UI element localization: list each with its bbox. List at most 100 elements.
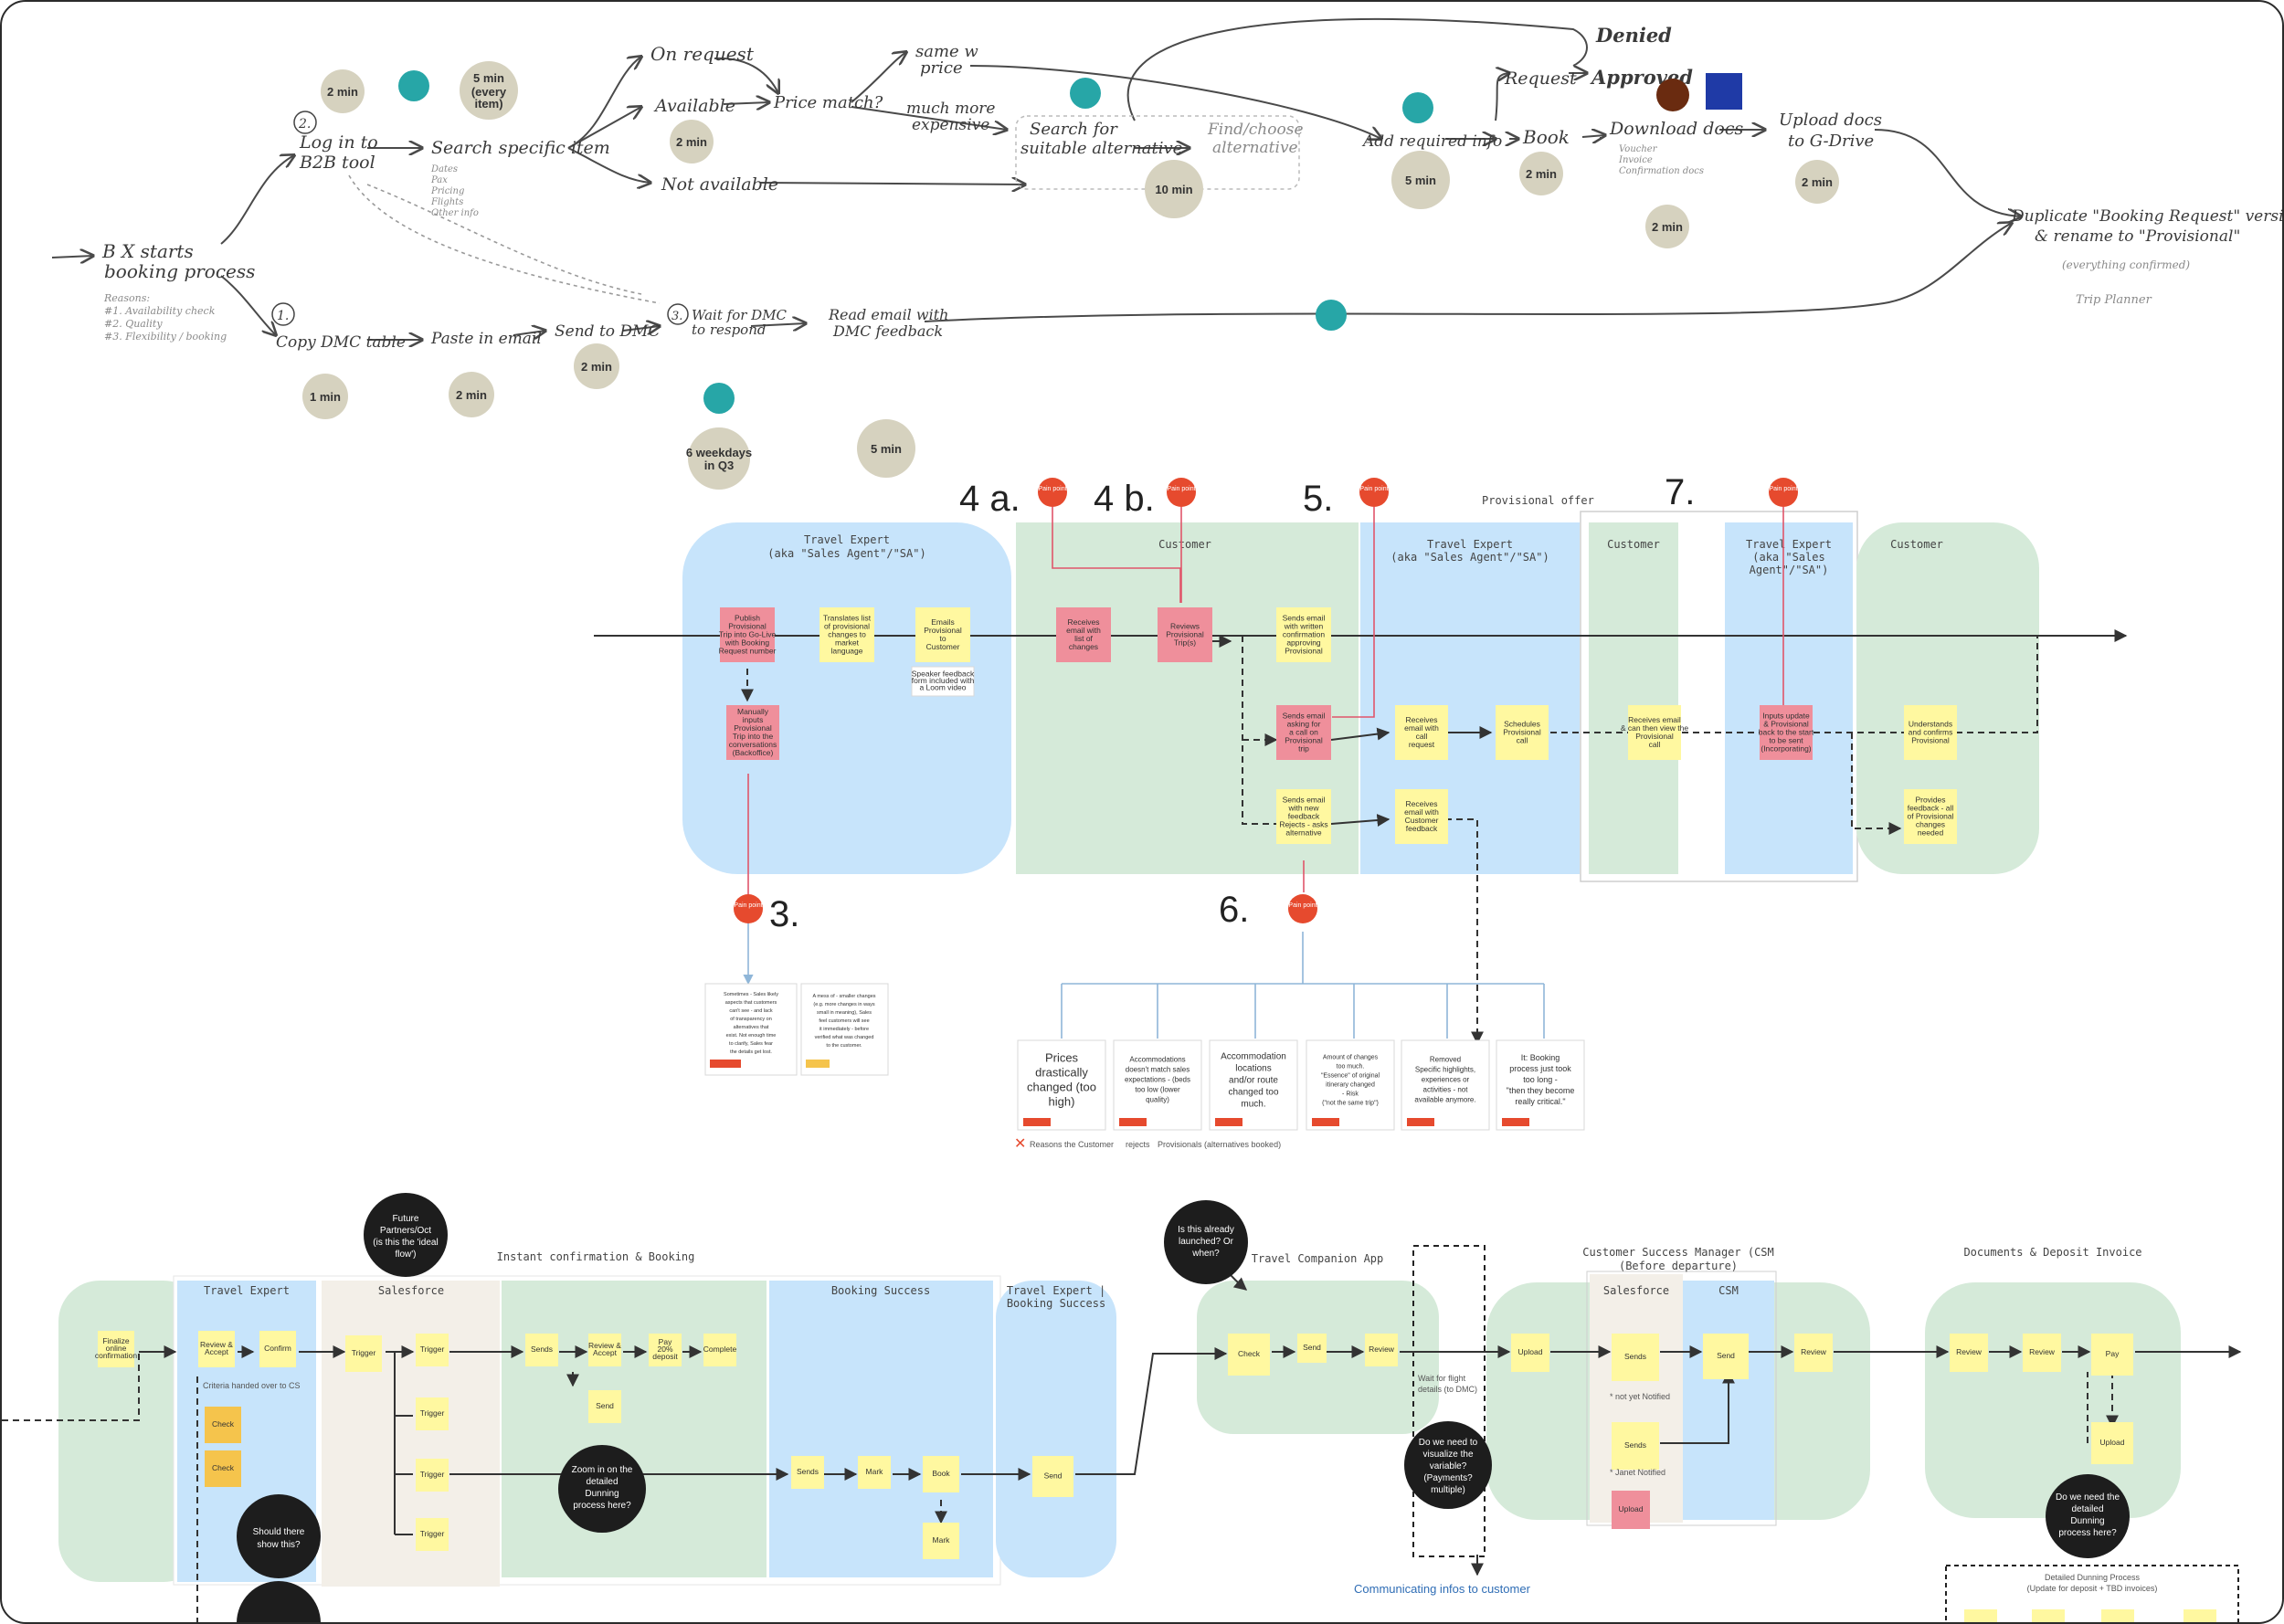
booking-sticky[interactable]: Check — [2101, 1609, 2134, 1624]
booking-section: Travel Expert Salesforce Booking Success… — [2, 1193, 2242, 1624]
flow-dashed — [1550, 636, 2038, 733]
booking-sticky[interactable]: Mark — [858, 1456, 891, 1489]
booking-sticky[interactable]: Check — [205, 1407, 241, 1443]
booking-sticky[interactable]: Sends — [1612, 1334, 1659, 1381]
sticky-text: with Booking — [724, 638, 769, 647]
sticky-text: Receives — [1406, 715, 1438, 724]
provisional-offer-title: Provisional offer — [1482, 494, 1594, 507]
reason-card-text: Removed — [1430, 1056, 1461, 1064]
booking-sticky[interactable]: Review — [1794, 1334, 1833, 1372]
sticky-text: back to the start — [1759, 727, 1814, 736]
booking-sticky[interactable]: Trigger — [416, 1459, 449, 1492]
sticky-text: (Incorporating) — [1761, 743, 1811, 753]
sticky-text: language — [831, 646, 863, 655]
question-circle-partial[interactable] — [237, 1581, 321, 1624]
sticky-note-s13[interactable]: Receives email& can then view theProvisi… — [1621, 705, 1688, 760]
svg-text:Do we need to: Do we need to — [1419, 1438, 1478, 1448]
sticky-text: Mark — [1972, 1620, 1991, 1624]
booking-sticky[interactable]: Review — [1950, 1334, 1988, 1372]
pain-point-3[interactable]: Pain point — [734, 894, 763, 923]
pain-point-5[interactable]: Pain point — [1359, 478, 1389, 507]
svg-text:Sometimes - Sales likely: Sometimes - Sales likely — [724, 992, 778, 997]
booking-sticky[interactable]: Check — [205, 1450, 241, 1487]
pain-note-3b[interactable]: A mess of - smaller changes (e.g. more c… — [800, 983, 889, 1076]
note-not-notified: * not yet Notified — [1610, 1392, 1670, 1401]
booking-sticky[interactable]: Trigger — [345, 1335, 382, 1372]
booking-sticky[interactable]: Send — [1297, 1334, 1327, 1363]
svg-text:Pain point: Pain point — [1288, 902, 1316, 909]
communicating-link[interactable]: Communicating infos to customer — [1354, 1582, 1531, 1596]
sticky-text: 20% — [657, 1345, 672, 1354]
legend-tail: Provisionals (alternatives booked) — [1158, 1140, 1281, 1149]
booking-sticky[interactable]: Mark — [923, 1523, 959, 1559]
sticky-text: to be sent — [1769, 735, 1803, 744]
pain-point-4b[interactable]: Pain point — [1167, 478, 1196, 507]
booking-sticky[interactable]: Upload — [1511, 1334, 1549, 1372]
booking-sticky[interactable]: Upload — [1612, 1491, 1650, 1529]
question-circle-variable[interactable]: Do we need to visualize the variable? (P… — [1404, 1421, 1492, 1509]
booking-sticky[interactable]: Trigger — [416, 1334, 449, 1366]
teal-marker — [703, 383, 735, 414]
booking-sticky[interactable]: Confirm — [259, 1331, 296, 1367]
question-circle-show[interactable]: Should there show this? — [237, 1494, 321, 1578]
question-circle-launched[interactable]: Is this already launched? Or when? — [1164, 1200, 1248, 1284]
booking-sticky[interactable]: Review — [2184, 1609, 2216, 1624]
sticky-text: market — [835, 638, 860, 647]
booking-sticky[interactable]: Book — [923, 1456, 959, 1492]
svg-text:process here?: process here? — [2058, 1528, 2117, 1538]
booking-sticky[interactable]: Send — [1032, 1456, 1073, 1497]
booking-sticky[interactable]: Review &Accept — [588, 1334, 621, 1366]
booking-sticky[interactable]: Send — [1703, 1334, 1749, 1379]
question-circle-dunning[interactable]: Zoom in on the detailed Dunning process … — [558, 1445, 646, 1533]
booking-sticky[interactable]: Send — [588, 1390, 621, 1423]
booking-sticky[interactable]: Check — [2032, 1609, 2065, 1624]
booking-sticky[interactable]: Review &Accept — [198, 1331, 235, 1367]
pain-point-7[interactable]: Pain point — [1769, 478, 1798, 507]
booking-sticky[interactable]: Sends — [525, 1334, 558, 1366]
booking-sticky[interactable]: Sends — [791, 1456, 824, 1489]
pain-note-3a[interactable]: Sometimes - Sales likely aspects that cu… — [704, 983, 798, 1076]
pain-point-6[interactable]: Pain point — [1288, 894, 1317, 923]
booking-sticky[interactable]: Review — [1365, 1334, 1398, 1366]
booking-sticky[interactable]: Review — [2023, 1334, 2061, 1372]
booking-sticky[interactable]: Sends — [1612, 1422, 1659, 1470]
booking-sticky[interactable]: Upload — [2091, 1422, 2133, 1464]
question-circle-future[interactable]: Future Partners/Oct (is this the 'ideal … — [364, 1193, 448, 1277]
booking-sticky[interactable]: Complete — [703, 1334, 737, 1366]
pain-point-4a[interactable]: Pain point — [1038, 478, 1067, 507]
booking-sticky[interactable]: Trigger — [416, 1518, 449, 1551]
booking-sticky[interactable]: Check — [1228, 1334, 1270, 1376]
reason-card-text: Accommodations — [1129, 1056, 1185, 1064]
question-circle-dunning-2[interactable]: Do we need the detailed Dunning process … — [2046, 1474, 2130, 1558]
booking-sticky[interactable]: Mark — [1964, 1609, 1997, 1624]
booking-sticky[interactable]: Pay — [2091, 1334, 2133, 1376]
sticky-text: Confirm — [264, 1344, 291, 1353]
sticky-text: & Provisional — [1763, 719, 1809, 728]
booking-sticky[interactable]: Trigger — [416, 1397, 449, 1430]
